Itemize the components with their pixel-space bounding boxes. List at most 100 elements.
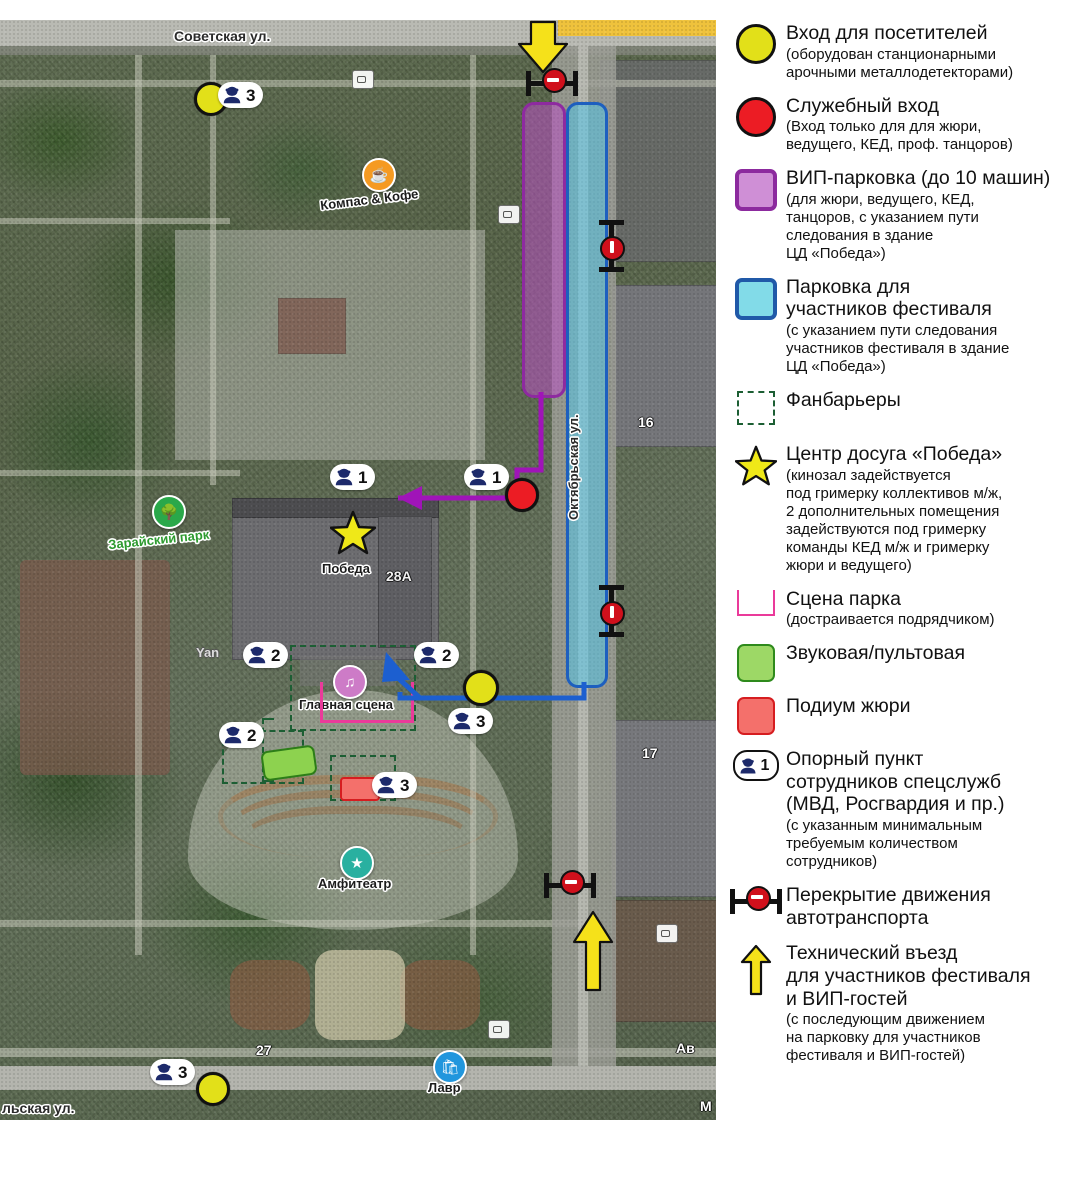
yellow-circle-icon (736, 24, 776, 64)
building-pobeda-roof (232, 498, 439, 518)
police-badge-number: 1 (760, 756, 770, 774)
star-circle-icon[interactable]: ★ (340, 846, 374, 880)
police-count: 3 (476, 711, 486, 731)
police-badge-icon: 1 (732, 750, 780, 782)
legend-item-road-closure: Перекрытие движения автотранспорта (726, 884, 1066, 929)
visitor-entrance-south[interactable] (196, 1072, 230, 1106)
legend-subtitle: (с указанным минимальным требуемым колич… (786, 817, 983, 871)
road-block-east-lower[interactable] (596, 585, 626, 637)
police-post-north[interactable]: 3 (218, 82, 264, 108)
yellow-star-icon (734, 445, 778, 492)
playground-left (230, 960, 310, 1030)
legend-item-jury-podium: Подиум жюри (726, 695, 1066, 736)
park-stage-outline[interactable] (320, 682, 414, 723)
police-post-entrance-east[interactable]: 3 (448, 708, 494, 734)
legend-item-participants-parking: Парковка для участников фестиваля (с ука… (726, 276, 1066, 376)
house-number-m: М (700, 1098, 712, 1114)
purple-square-icon (735, 169, 777, 212)
park-path-h3 (0, 470, 240, 476)
legend-icon-wrap (726, 276, 786, 320)
police-post-pobeda-west[interactable]: 1 (330, 464, 376, 490)
legend-item-sound-booth: Звуковая/пультовая (726, 642, 1066, 683)
legend-item-fan-barriers: Фанбарьеры (726, 389, 1066, 426)
legend-title: Парковка для участников фестиваля (786, 275, 992, 321)
legend-title: Подиум жюри (786, 695, 911, 718)
legend-item-pobeda-center: Центр досуга «Победа» (кинозал задейству… (726, 443, 1066, 575)
street-label-sovetskaya: Советская ул. (174, 28, 271, 44)
road-bottom (0, 1066, 716, 1090)
road-shoulder (0, 46, 716, 55)
legend-item-vip-parking: ВИП-парковка (до 10 машин) (для жюри, ве… (726, 167, 1066, 263)
police-post-south[interactable]: 3 (150, 1059, 196, 1085)
key-icon-2 (498, 205, 520, 224)
house-number-av: Ав (676, 1040, 695, 1056)
legend-icon-wrap (726, 95, 786, 137)
fan-barrier-left[interactable] (262, 718, 274, 782)
vip-route-overlay (382, 392, 587, 701)
playground-right (400, 960, 480, 1030)
road-block-north[interactable] (526, 68, 578, 98)
fan-barrier-stage[interactable] (290, 645, 416, 731)
legend-icon-wrap (726, 695, 786, 736)
shopping-bag-icon[interactable]: 🛍 (433, 1050, 467, 1084)
coffee-cup-icon[interactable]: ☕ (362, 158, 396, 192)
legend-subtitle: (кинозал задействуется под гримерку колл… (786, 466, 1003, 574)
music-note-icon[interactable]: ♫ (333, 665, 367, 699)
police-post-stage-east[interactable]: 2 (414, 642, 460, 668)
poi-label-pobeda: Победа (322, 561, 371, 576)
legend-subtitle: (с последующим движением на парковку для… (786, 1011, 985, 1065)
legend-icon-wrap (726, 942, 786, 1001)
vip-parking-area[interactable] (522, 102, 566, 398)
service-entrance[interactable] (505, 478, 539, 512)
legend-title: ВИП-парковка (до 10 машин) (786, 167, 1051, 190)
visitor-entrance-east[interactable] (463, 670, 499, 706)
pink-bracket-icon (737, 589, 775, 616)
legend-icon-wrap (726, 884, 786, 916)
star-icon-pobeda[interactable] (329, 510, 377, 556)
sports-field-red (20, 560, 170, 775)
legend-title: Сцена парка (786, 587, 901, 610)
road-highway-yellow (558, 20, 716, 36)
plaza-feature (278, 298, 346, 354)
legend-item-service-entrance: Служебный вход (Вход только для для жюри… (726, 95, 1066, 155)
police-count: 1 (492, 467, 502, 487)
road-block-south[interactable] (544, 870, 596, 900)
amphitheatre-seating-3 (242, 806, 472, 872)
road-block-east-upper[interactable] (596, 220, 626, 272)
poi-label-lavr: Лавр (428, 1080, 461, 1095)
police-post-pobeda-east[interactable]: 1 (464, 464, 510, 490)
dashed-square-icon (737, 391, 775, 426)
legend-subtitle: (для жюри, ведущего, КЕД, танцоров, с ук… (786, 190, 979, 262)
tech-entry-arrows (517, 20, 614, 992)
police-post-sound[interactable]: 2 (219, 722, 265, 748)
legend-item-police-post: 1 Опорный пункт сотрудников спецслужб (М… (726, 748, 1066, 871)
police-post-jury[interactable]: 3 (372, 772, 418, 798)
legend-icon-wrap: 1 (726, 748, 786, 782)
police-post-stage-west[interactable]: 2 (243, 642, 289, 668)
legend-subtitle: (Вход только для для жюри, ведущего, КЕД… (786, 118, 1013, 154)
legend-title: Центр досуга «Победа» (786, 443, 1003, 466)
park-path-h4 (0, 920, 600, 927)
park-path-h2 (0, 218, 230, 224)
legend-title: Служебный вход (786, 94, 940, 117)
red-square-icon (737, 697, 775, 736)
legend-icon-wrap (726, 642, 786, 683)
police-count: 1 (358, 467, 368, 487)
legend-title: Звуковая/пультовая (786, 642, 966, 665)
park-path-h5 (0, 1048, 716, 1057)
key-icon-1 (352, 70, 374, 89)
park-path-v2 (210, 55, 216, 485)
house-number-28a: 28A (386, 568, 412, 584)
legend-title: Технический въезд для участников фестива… (786, 942, 1031, 1010)
legend-subtitle: (оборудован станционарными арочными мета… (786, 45, 1014, 81)
key-icon-5 (656, 924, 678, 943)
satellite-map[interactable]: Советская ул. Октябрьская ул. льская ул.… (0, 20, 716, 1120)
yellow-arrow-up-icon (736, 944, 776, 1001)
legend-title: Фанбарьеры (786, 389, 901, 412)
participants-parking-area[interactable] (566, 102, 608, 688)
house-number-27: 27 (256, 1042, 272, 1058)
legend-title: Опорный пункт сотрудников спецслужб (МВД… (786, 748, 1005, 816)
police-count: 2 (442, 645, 452, 665)
legend-panel: Вход для посетителей (оборудован станцио… (726, 22, 1066, 1078)
tree-icon[interactable]: 🌳 (152, 495, 186, 529)
